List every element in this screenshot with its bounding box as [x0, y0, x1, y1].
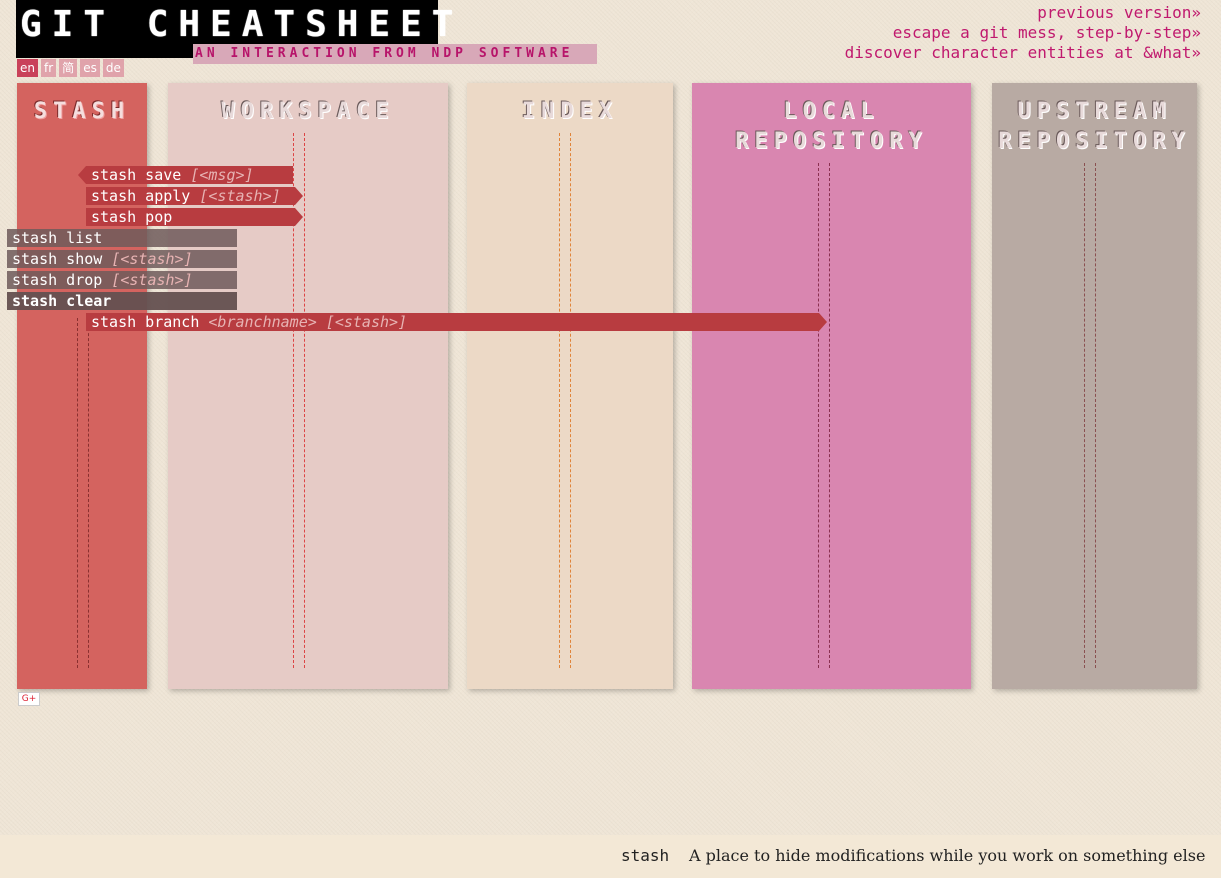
- cmd-arg: [<stash>]: [111, 250, 193, 268]
- column-local-repository[interactable]: LOCAL REPOSITORY: [692, 83, 971, 689]
- cmd-stash-pop[interactable]: stash pop: [86, 208, 303, 226]
- language-selector: en fr 简 es de: [17, 59, 124, 77]
- cmd-label: stash pop: [91, 208, 173, 226]
- cmd-stash-branch[interactable]: stash branch <branchname> [<stash>]: [86, 313, 827, 331]
- column-title-local-line2: REPOSITORY: [735, 129, 928, 154]
- column-index[interactable]: INDEX: [467, 83, 673, 689]
- footer-info: stash A place to hide modifications whil…: [0, 835, 1221, 878]
- page-title: GIT CHEATSHEET: [20, 4, 464, 45]
- footer-description: A place to hide modifications while you …: [689, 846, 1206, 865]
- lang-es[interactable]: es: [80, 59, 100, 77]
- lang-zh[interactable]: 简: [59, 59, 78, 77]
- cmd-stash-show[interactable]: stash show [<stash>]: [7, 250, 237, 268]
- cmd-label: stash save: [91, 166, 191, 184]
- column-title-upstream-line1: UPSTREAM: [1017, 99, 1172, 124]
- cmd-arg: [<msg>]: [190, 166, 254, 184]
- lang-fr[interactable]: fr: [41, 59, 57, 77]
- column-stash[interactable]: STASH: [17, 83, 147, 689]
- arrow-right-icon: [819, 313, 827, 331]
- git-mess-link[interactable]: escape a git mess, step-by-step»: [892, 23, 1201, 42]
- arrow-left-icon: [78, 166, 86, 184]
- cmd-arg: [<stash>]: [111, 271, 193, 289]
- top-links: previous version» escape a git mess, ste…: [845, 3, 1201, 63]
- cmd-label: stash clear: [12, 292, 112, 310]
- lifeline: [818, 163, 830, 668]
- character-entities-link[interactable]: discover character entities at &what»: [844, 43, 1201, 62]
- cmd-label: stash list: [12, 229, 103, 247]
- column-title-workspace: WORKSPACE: [221, 99, 395, 124]
- cmd-stash-save[interactable]: stash save [<msg>]: [78, 166, 293, 184]
- column-title-local: LOCAL REPOSITORY: [692, 97, 971, 157]
- footer-term: stash: [621, 846, 670, 865]
- arrow-right-icon: [295, 208, 303, 226]
- lifeline: [1084, 163, 1096, 668]
- lifeline: [77, 318, 89, 668]
- cmd-label: stash show: [12, 250, 112, 268]
- lifeline: [559, 133, 571, 668]
- cmd-arg: <branchname> [<stash>]: [208, 313, 408, 331]
- arrow-right-icon: [295, 187, 303, 205]
- column-workspace[interactable]: WORKSPACE: [168, 83, 448, 689]
- lang-de[interactable]: de: [102, 59, 124, 77]
- lang-en[interactable]: en: [17, 59, 38, 77]
- previous-version-link[interactable]: previous version»: [1037, 3, 1201, 22]
- cmd-label: stash branch: [91, 313, 209, 331]
- cmd-stash-drop[interactable]: stash drop [<stash>]: [7, 271, 237, 289]
- cmd-arg: [<stash>]: [199, 187, 281, 205]
- column-title-stash: STASH: [33, 99, 131, 124]
- column-title-local-line1: LOCAL: [783, 99, 880, 124]
- column-title-upstream-line2: REPOSITORY: [998, 129, 1191, 154]
- cmd-label: stash drop: [12, 271, 112, 289]
- column-title-upstream: UPSTREAM REPOSITORY: [992, 97, 1197, 157]
- column-title-index: INDEX: [521, 99, 619, 124]
- gplus-icon[interactable]: G+: [18, 692, 40, 706]
- cmd-stash-clear[interactable]: stash clear: [7, 292, 237, 310]
- cmd-stash-list[interactable]: stash list: [7, 229, 237, 247]
- cmd-label: stash apply: [91, 187, 200, 205]
- column-upstream-repository[interactable]: UPSTREAM REPOSITORY: [992, 83, 1197, 689]
- lifeline: [293, 133, 305, 668]
- page-subtitle[interactable]: AN INTERACTION FROM NDP SOFTWARE: [193, 44, 597, 64]
- cmd-stash-apply[interactable]: stash apply [<stash>]: [86, 187, 303, 205]
